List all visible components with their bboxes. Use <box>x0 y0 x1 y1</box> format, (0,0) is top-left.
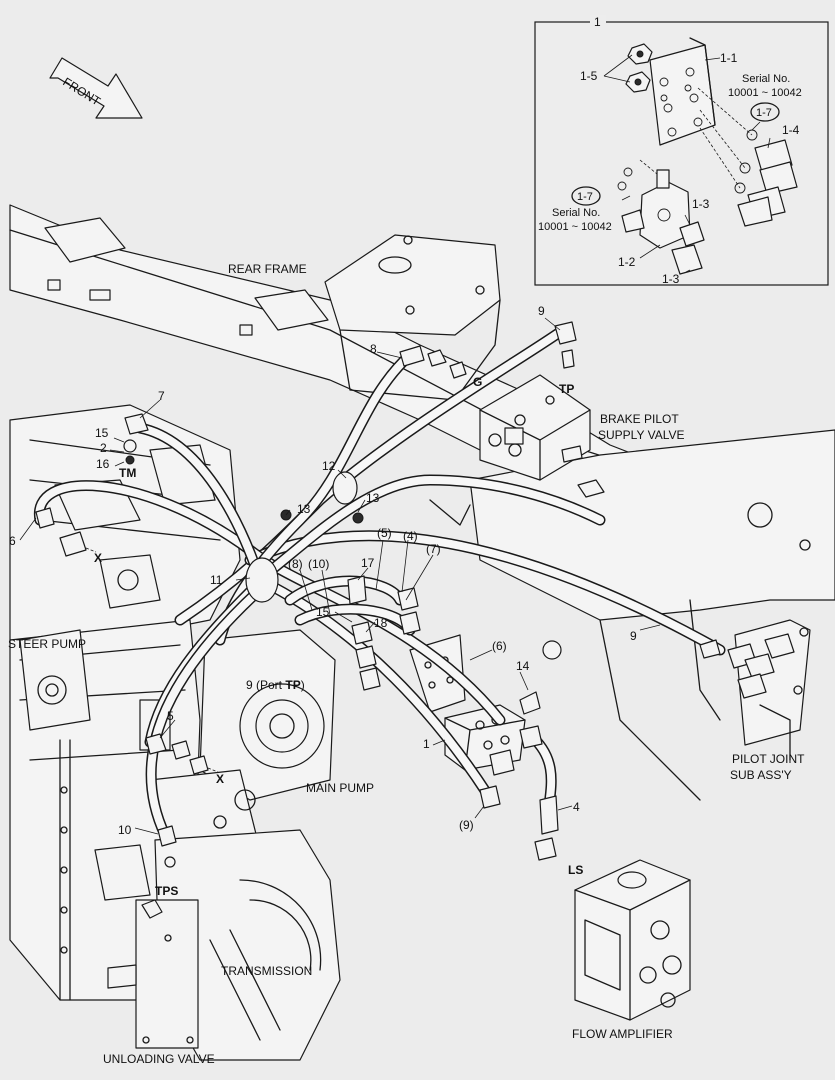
callout-14: 14 <box>516 659 530 673</box>
flow-amplifier <box>574 859 691 1021</box>
label-unloading-valve: UNLOADING VALVE <box>103 1052 215 1066</box>
inset-serial-range-a: 10001 ~ 10042 <box>728 87 802 99</box>
port-g: G <box>473 375 482 389</box>
inset-callout-1-7-b: 1-7 <box>577 191 593 203</box>
callout-15-mid: 15 <box>316 605 330 619</box>
component-labels: REAR FRAME BRAKE PILOT SUPPLY VALVE STEE… <box>8 262 805 1066</box>
callout-4-paren: (4) <box>403 529 418 543</box>
callout-13-left: 13 <box>297 502 311 516</box>
brake-pilot-supply-valve <box>479 374 591 481</box>
callout-9-right: 9 <box>630 629 637 643</box>
callout-10: 10 <box>118 823 132 837</box>
port-tps: TPS <box>155 884 178 898</box>
port-labels: G TP TM X X TPS LS 9 (Port TP) <box>94 375 583 898</box>
hose-clamp-12 <box>332 471 358 505</box>
inset-fittings-1-4 <box>737 139 798 227</box>
callout-2: 2 <box>100 441 107 455</box>
label-steer-pump: STEER PUMP <box>8 637 86 651</box>
callout-numbers: 8 9 7 15 2 16 12 13 13 6 (5) (4) (7) (8)… <box>9 304 637 837</box>
port-ls: LS <box>568 863 583 877</box>
inset-callout-1-4: 1-4 <box>782 123 800 137</box>
callout-18: 18 <box>374 616 388 630</box>
callout-10-paren: (10) <box>308 557 329 571</box>
inset-nut-upper <box>627 43 653 65</box>
inset-serial-label-a: Serial No. <box>742 73 790 85</box>
front-direction-arrow: FRONT <box>49 57 143 119</box>
callout-7: 7 <box>158 389 165 403</box>
inset-callout-1-2: 1-2 <box>618 255 636 269</box>
inset-callout-1-5: 1-5 <box>580 69 598 83</box>
label-transmission: TRANSMISSION <box>221 964 312 978</box>
callout-4: 4 <box>573 800 580 814</box>
label-brake-pilot-1: BRAKE PILOT <box>600 412 679 426</box>
hose-clamp-11 <box>245 557 279 603</box>
inset-valve-1-2 <box>639 181 691 249</box>
inset-callout-1-7-a: 1-7 <box>756 107 772 119</box>
inset-callout-1-3-lower: 1-3 <box>662 272 680 286</box>
label-pilot-joint-1: PILOT JOINT <box>732 752 805 766</box>
unloading-valve <box>107 899 199 1049</box>
port-tm: TM <box>119 466 136 480</box>
port-x-upper: X <box>94 551 102 565</box>
inset-callout-1-1: 1-1 <box>720 51 738 65</box>
port-tp: TP <box>559 382 574 396</box>
callout-6: 6 <box>9 534 16 548</box>
label-rear-frame: REAR FRAME <box>228 262 307 276</box>
leader-lines <box>19 317 661 835</box>
callout-13-right: 13 <box>366 491 380 505</box>
callout-11: 11 <box>210 573 223 587</box>
callout-9-top: 9 <box>538 304 545 318</box>
inset-detail-panel: 1 <box>534 15 829 286</box>
label-flow-amplifier: FLOW AMPLIFIER <box>572 1027 673 1041</box>
callout-1: 1 <box>423 737 430 751</box>
callout-8-paren: (8) <box>288 557 303 571</box>
inset-callout-1-3-upper: 1-3 <box>692 197 710 211</box>
callout-5: 5 <box>167 709 174 723</box>
inset-serial-range-b: 10001 ~ 10042 <box>538 221 612 233</box>
label-main-pump: MAIN PUMP <box>306 781 374 795</box>
inset-nut-lower <box>625 71 651 93</box>
callout-16: 16 <box>96 457 110 471</box>
callout-17: 17 <box>361 556 375 570</box>
pilot-joint-sub-assy <box>727 619 811 761</box>
inset-number: 1 <box>594 15 601 29</box>
callout-6-paren: (6) <box>492 639 507 653</box>
port-x-lower: X <box>216 772 224 786</box>
callout-8: 8 <box>370 342 377 356</box>
inset-serial-label-b: Serial No. <box>552 207 600 219</box>
callout-9-bottom: (9) <box>459 818 474 832</box>
callout-7-paren: (7) <box>426 542 441 556</box>
fittings <box>35 321 721 868</box>
pilot-valve-block-1 <box>444 704 526 776</box>
main-pump <box>149 629 336 861</box>
label-pilot-joint-2: SUB ASS'Y <box>730 768 792 782</box>
label-brake-pilot-2: SUPPLY VALVE <box>598 428 685 442</box>
rear-frame <box>9 204 835 801</box>
callout-12: 12 <box>322 459 336 473</box>
callout-9-port-tp: 9 (Port TP) <box>246 678 305 692</box>
callout-15-left: 15 <box>95 426 109 440</box>
callout-5-paren: (5) <box>377 526 392 540</box>
